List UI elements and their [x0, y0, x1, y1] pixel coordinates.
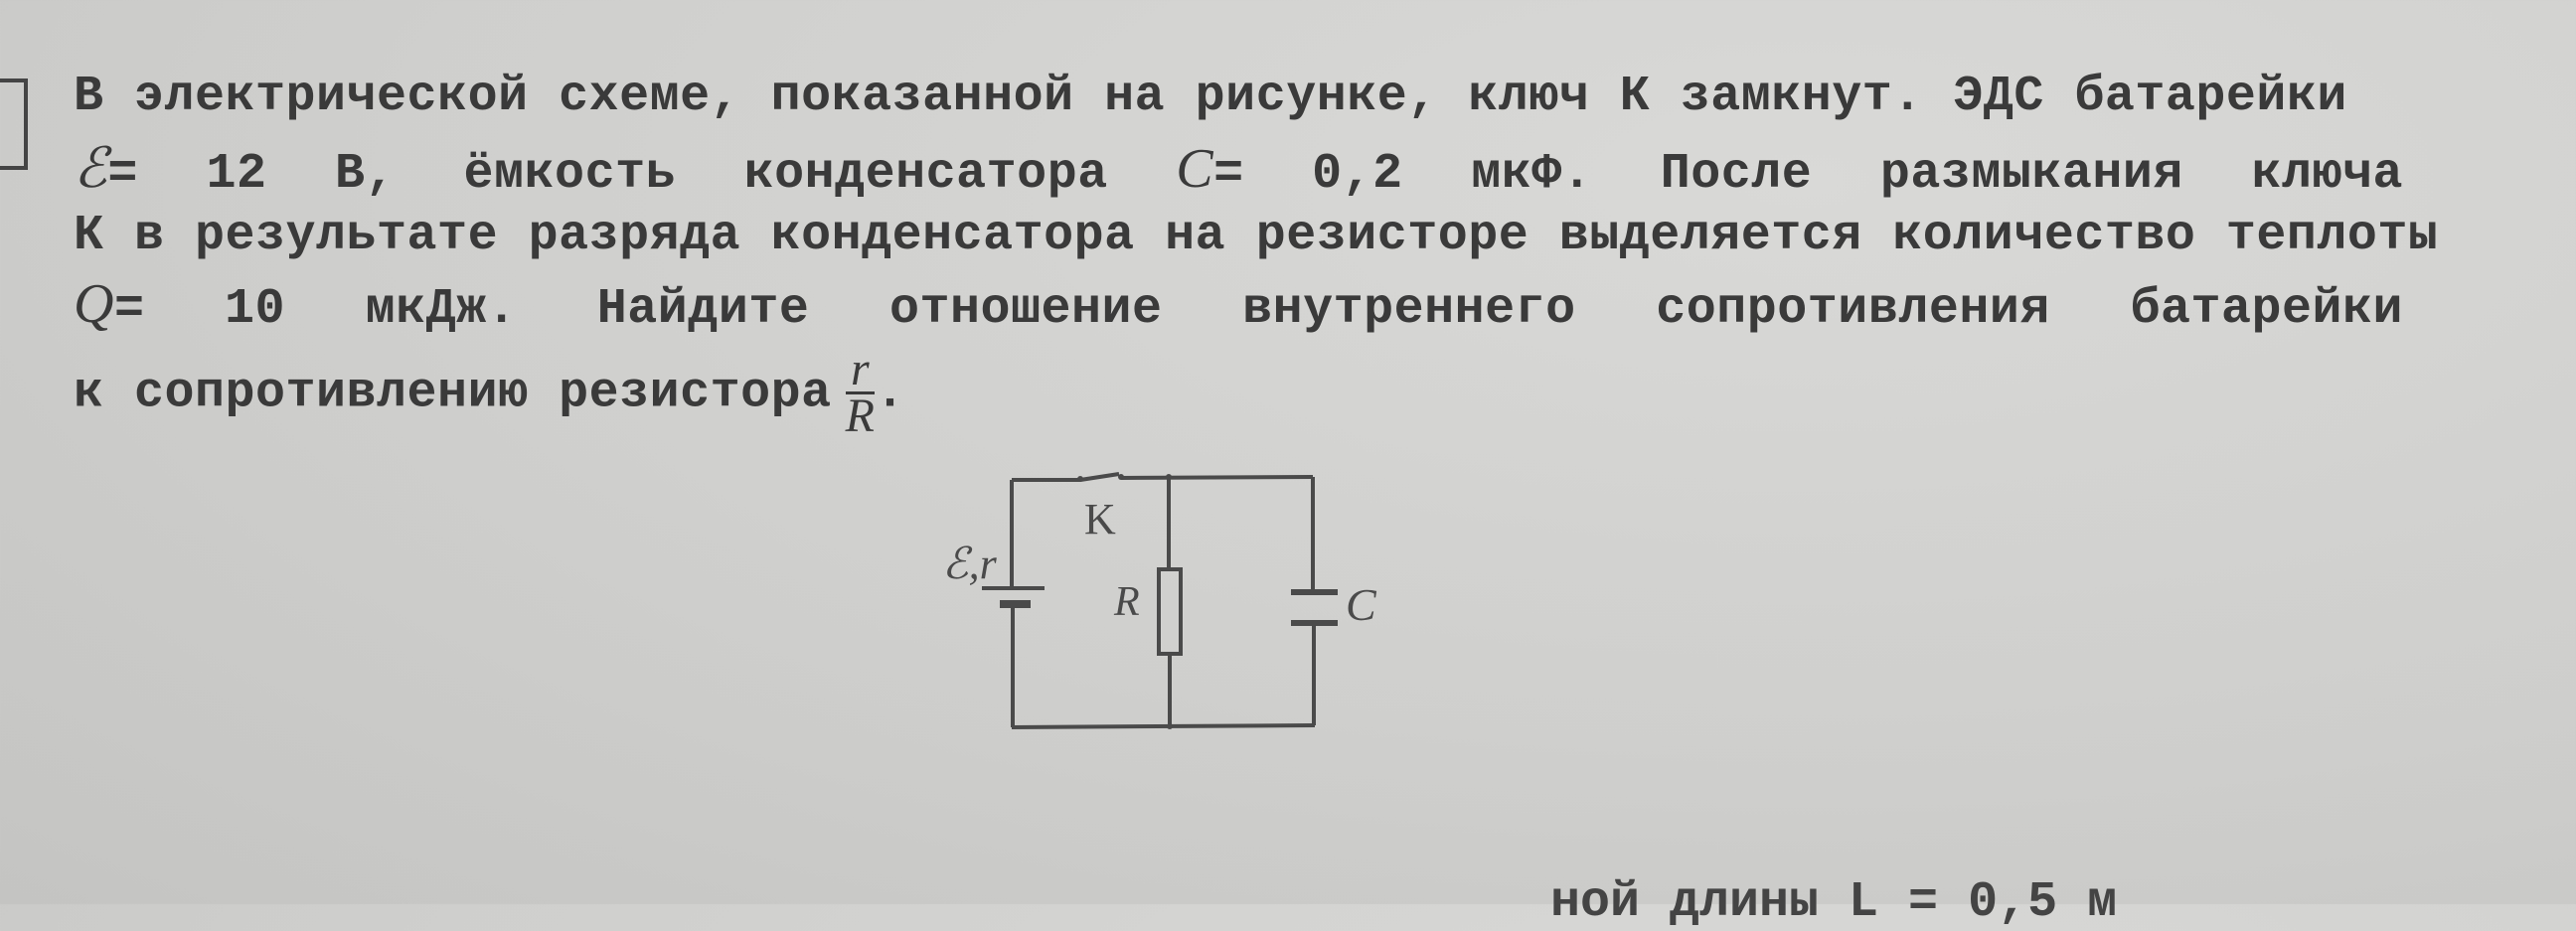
answer-box [0, 78, 28, 170]
emf-symbol: ℰ [74, 138, 108, 200]
word: конденсатора [743, 146, 1108, 203]
switch-contact-left [1077, 476, 1083, 482]
capacitor-plate-bottom [1291, 620, 1338, 626]
wire-top-right [1120, 475, 1314, 480]
resistor [1157, 567, 1183, 656]
battery-short-plate [1000, 600, 1031, 608]
word: отношение [888, 281, 1163, 338]
word: сопротивления [1656, 281, 2050, 338]
circuit-diagram: ℰ,r K R C [942, 472, 1377, 729]
wire-middle [1167, 477, 1172, 727]
problem-line-4: Q= 10 мкДж. Найдите отношение внутреннег… [74, 274, 2403, 340]
word: Найдите [596, 281, 810, 338]
next-problem-fragment: ной длины L = 0,5 м [1550, 874, 2118, 931]
word: внутреннего [1242, 281, 1576, 338]
problem-line-1: В электрической схеме, показанной на рис… [74, 69, 2347, 125]
fraction-numerator: r [845, 346, 876, 394]
line5-text: к сопротивлению резистора [74, 365, 832, 422]
switch-blade [1079, 472, 1120, 482]
junction-bottom [1167, 723, 1173, 729]
word: ёмкость [463, 146, 677, 203]
fraction-denominator: R [845, 389, 876, 442]
heat-value: = 10 мкДж. [113, 281, 518, 338]
capacitance-value: = 0,2 мкФ. [1213, 146, 1593, 203]
word: размыкания [1879, 146, 2183, 203]
period: . [875, 365, 905, 422]
heat-symbol: Q [74, 273, 114, 335]
battery-label: ℰ,r [942, 540, 998, 588]
switch-contact-right [1118, 474, 1124, 480]
word: После [1660, 146, 1813, 203]
problem-line-2: ℰ= 12 В, ёмкость конденсатора C= 0,2 мкФ… [74, 139, 2403, 205]
capacitor-plate-top [1291, 589, 1338, 595]
switch-label: K [1084, 495, 1116, 543]
emf-value: = 12 В, [107, 146, 396, 203]
resistor-label: R [1113, 579, 1140, 625]
word: батарейки [2130, 281, 2404, 338]
capacitance-symbol: C [1176, 138, 1214, 200]
junction-top [1166, 474, 1172, 480]
capacitor-label: C [1346, 579, 1377, 630]
wire-bottom [1011, 723, 1316, 729]
problem-line-3: К в результате разряда конденсатора на р… [74, 208, 2439, 264]
wire-left [1010, 480, 1015, 727]
word: ключа [2251, 146, 2403, 203]
wire-right [1311, 477, 1316, 725]
battery-long-plate [982, 586, 1045, 590]
